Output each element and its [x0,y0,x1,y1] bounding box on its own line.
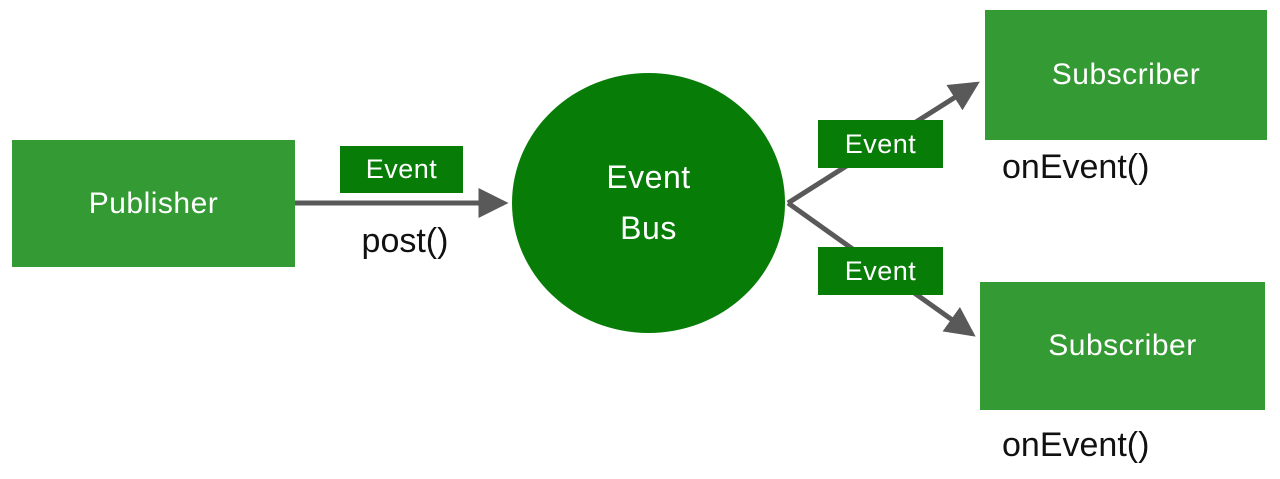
event-bus-label-line1: Event [606,158,691,195]
event-bus-label-line2: Bus [620,210,677,246]
onevent-method-label-2: onEvent() [1002,426,1150,464]
event-badge-subscriber-1: Event [818,120,943,168]
subscriber-box-2: Subscriber [980,282,1265,410]
event-badge-label: Event [844,128,917,159]
event-badge-subscriber-2: Event [818,247,943,295]
publisher-label: Publisher [88,186,219,220]
post-method-label: post() [361,222,449,260]
subscriber-label: Subscriber [1051,58,1201,91]
onevent-method-label-1: onEvent() [1002,148,1150,186]
event-badge-label: Event [844,255,917,286]
subscriber-label: Subscriber [1048,329,1197,362]
publisher-box: Publisher [12,140,295,267]
event-badge-label: Event [365,154,438,184]
event-badge-publisher: Event [340,146,463,193]
event-bus-circle: Event Bus [512,73,785,333]
subscriber-box-1: Subscriber [985,10,1267,140]
